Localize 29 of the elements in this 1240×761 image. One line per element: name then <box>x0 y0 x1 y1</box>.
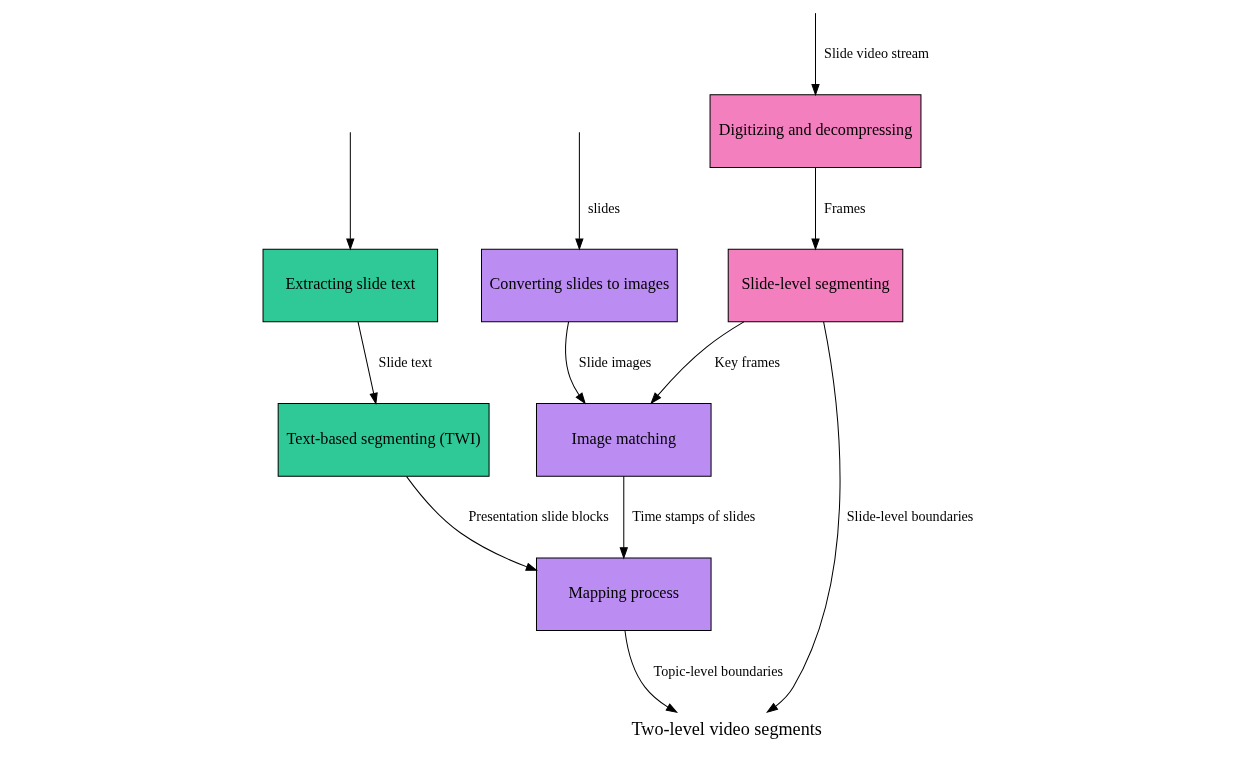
node-text: Two-level video segments <box>631 718 822 739</box>
edge-label: Slide-level boundaries <box>846 508 973 525</box>
arrow <box>357 321 378 405</box>
arrow <box>345 131 355 251</box>
edge-label: Slide video stream <box>823 45 929 62</box>
edge-label: Slide text <box>378 353 432 370</box>
arrow <box>619 475 628 560</box>
node-box: Image matching <box>535 403 712 477</box>
edge-label: Key frames <box>714 353 780 370</box>
edge-label: Slide images <box>578 353 651 370</box>
edge-label: Frames <box>823 199 866 216</box>
node-box: Converting slides to images <box>480 248 678 323</box>
edge-label: Time stamps of slides <box>631 508 755 525</box>
arrow <box>624 630 678 713</box>
arrow <box>810 12 820 97</box>
arrow <box>564 321 586 405</box>
arrow <box>649 321 744 405</box>
node-box: Mapping process <box>535 557 712 632</box>
edge-label: Presentation slide blocks <box>467 508 609 525</box>
arrow <box>810 166 820 251</box>
edge-label: slides <box>587 199 620 216</box>
node-box: Text-based segmenting (TWI) <box>277 403 490 477</box>
edge-label: Topic-level boundaries <box>653 662 783 679</box>
arrow <box>765 321 840 713</box>
arrow <box>405 476 538 571</box>
node-box: Extracting slide text <box>262 248 438 323</box>
arrow <box>574 131 584 251</box>
node-box: Slide-level segmenting <box>727 248 903 323</box>
node-box: Digitizing and decompressing <box>709 94 921 168</box>
